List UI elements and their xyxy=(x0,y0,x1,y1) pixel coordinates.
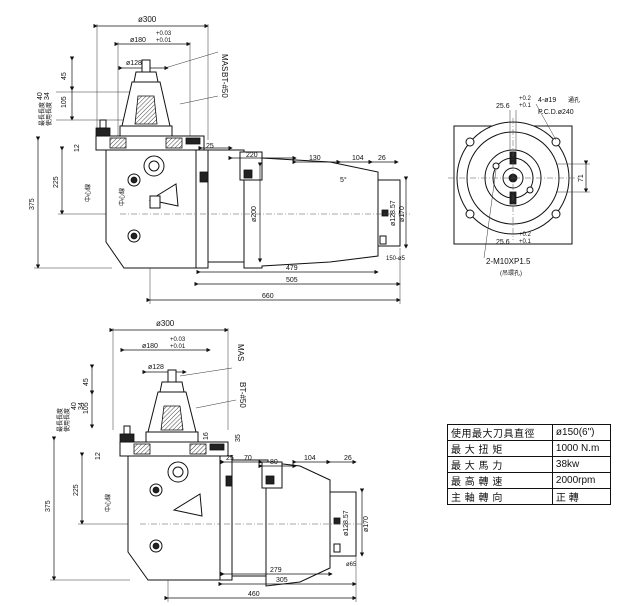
end-w25-top: 25.6 xyxy=(496,103,510,110)
top-h26-label: 26 xyxy=(378,155,386,162)
spec-value: ø150(6") xyxy=(551,424,612,441)
bottom-v40-label: 40 xyxy=(71,402,78,410)
top-v45-label: 45 xyxy=(61,72,68,80)
top-h25-label: 25 xyxy=(206,143,214,150)
top-center-label: 中心線 xyxy=(84,184,92,202)
bottom-d300-label: ø300 xyxy=(156,319,175,328)
top-h660-label: 660 xyxy=(262,293,274,300)
top-v34-label: 34 xyxy=(44,92,51,100)
top-a5-label: 5° xyxy=(340,176,347,184)
top-v12-label: 12 xyxy=(74,144,81,152)
top-d300-label: ø300 xyxy=(138,15,157,24)
top-h479-label: 479 xyxy=(286,265,298,272)
bottom-v225-label: 225 xyxy=(73,484,80,496)
spec-label: 使用最大刀具直徑 xyxy=(447,424,553,441)
bottom-d170-label: ø170 xyxy=(363,516,370,532)
bottom-v16-label: 16 xyxy=(203,432,210,440)
top-d128-label: ø128 xyxy=(126,60,142,67)
bottom-label-34: 使用長度 xyxy=(63,408,71,432)
bottom-v375-label: 375 xyxy=(45,500,52,512)
bottom-view: ø300 ø180 +0.03 +0.01 ø128 MAS BT-#50 45… xyxy=(45,319,370,602)
end-bolts-suffix: 通孔 xyxy=(568,96,580,104)
top-v105-label: 105 xyxy=(61,96,68,108)
spec-value: 1000 N.m xyxy=(551,440,612,457)
top-v225-label: 225 xyxy=(53,176,60,188)
top-h130-label: 130 xyxy=(309,155,321,162)
bottom-d65-label: ø65 xyxy=(346,562,357,568)
spec-row: 主 軸 轉 向 正 轉 xyxy=(447,488,612,505)
spec-value: 2000rpm xyxy=(551,472,612,489)
bottom-v45-label: 45 xyxy=(83,378,90,386)
top-label-40: 最長長度 xyxy=(38,102,46,126)
top-arrow-note: 中心線 xyxy=(118,188,126,206)
top-h505-label: 505 xyxy=(286,277,298,284)
bottom-center-label: 中心線 xyxy=(104,494,112,512)
bottom-h70-label: 70 xyxy=(244,455,252,462)
spec-label: 最 大 馬 力 xyxy=(447,456,553,473)
bottom-d128-label: ø128 xyxy=(148,364,164,371)
top-d128-57-label: ø128.57 xyxy=(390,200,397,226)
end-w25-bottom: 25.6 xyxy=(496,239,510,246)
end-tol-bottom-base: +0.1 xyxy=(519,239,532,245)
bottom-d180-label: ø180 xyxy=(142,343,158,350)
spec-row: 最 大 馬 力 38kw xyxy=(447,456,612,473)
spec-table: 使用最大刀具直徑 ø150(6") 最 大 扭 矩 1000 N.m 最 大 馬… xyxy=(447,424,612,505)
top-view: ø300 ø180 +0.03 +0.01 ø128 MAS BT-#50 45… xyxy=(29,15,410,304)
end-tol-top-plus: +0.2 xyxy=(519,96,532,102)
end-view: 4-ø19 通孔 P.C.D.ø240 25.6 +0.2 +0.1 25.6 … xyxy=(448,96,590,277)
top-d180-tol-lower: +0.01 xyxy=(156,38,172,44)
bottom-d128-57-label: ø128.57 xyxy=(343,510,350,536)
bottom-d180-tol-lower: +0.01 xyxy=(170,344,186,350)
top-d180-tol-upper: +0.03 xyxy=(156,31,172,37)
spec-row: 最 大 扭 矩 1000 N.m xyxy=(447,440,612,457)
end-tap-label: 2-M10XP1.5 xyxy=(486,257,531,266)
end-tol-top-base: +0.1 xyxy=(519,103,532,109)
bottom-h26-label: 26 xyxy=(344,455,352,462)
bottom-mas-label: MAS xyxy=(236,344,245,361)
spec-row: 最 高 轉 速 2000rpm xyxy=(447,472,612,489)
end-pcd-label: P.C.D.ø240 xyxy=(538,109,574,116)
top-h220-label: 220 xyxy=(246,152,258,159)
bottom-v105-label: 105 xyxy=(83,402,90,414)
top-v40-label: 40 xyxy=(37,92,44,100)
end-bolts-label: 4-ø19 xyxy=(538,97,556,104)
spec-label: 最 高 轉 速 xyxy=(447,472,553,489)
top-v375-label: 375 xyxy=(29,198,36,210)
bottom-v35-label: 35 xyxy=(235,434,242,442)
bottom-h25-label: 25 xyxy=(226,455,234,462)
bottom-h305-label: 305 xyxy=(276,577,288,584)
spec-value: 正 轉 xyxy=(551,488,612,505)
top-d170-label: ø170 xyxy=(399,206,406,222)
bottom-v34-label: 34 xyxy=(78,402,85,410)
end-v71-label: 71 xyxy=(578,174,585,182)
top-bt50-label: BT-#50 xyxy=(220,72,229,98)
end-tap-note: (吊環孔) xyxy=(500,269,522,277)
top-label-34: 使用長度 xyxy=(45,102,53,126)
spec-label: 主 軸 轉 向 xyxy=(447,488,553,505)
bottom-h460-label: 460 xyxy=(248,591,260,598)
spec-row: 使用最大刀具直徑 ø150(6") xyxy=(447,424,612,441)
bottom-h80-label: 80 xyxy=(270,459,278,466)
top-d180-label: ø180 xyxy=(130,37,146,44)
spec-label: 最 大 扭 矩 xyxy=(447,440,553,457)
bottom-h279-label: 279 xyxy=(270,567,282,574)
spec-value: 38kw xyxy=(551,456,612,473)
top-mas-label: MAS xyxy=(220,54,229,71)
top-d150-label: 150-ø5 xyxy=(386,256,406,262)
bottom-h104-label: 104 xyxy=(304,455,316,462)
bottom-bt50-label: BT-#50 xyxy=(238,382,247,408)
bottom-v12-label: 12 xyxy=(95,452,102,460)
top-h104-label: 104 xyxy=(352,155,364,162)
bottom-d180-tol-upper: +0.03 xyxy=(170,337,186,343)
top-d200-label: ø200 xyxy=(251,206,258,222)
bottom-label-40: 最長長度 xyxy=(56,408,64,432)
end-tol-bottom-plus: +0.2 xyxy=(519,232,532,238)
